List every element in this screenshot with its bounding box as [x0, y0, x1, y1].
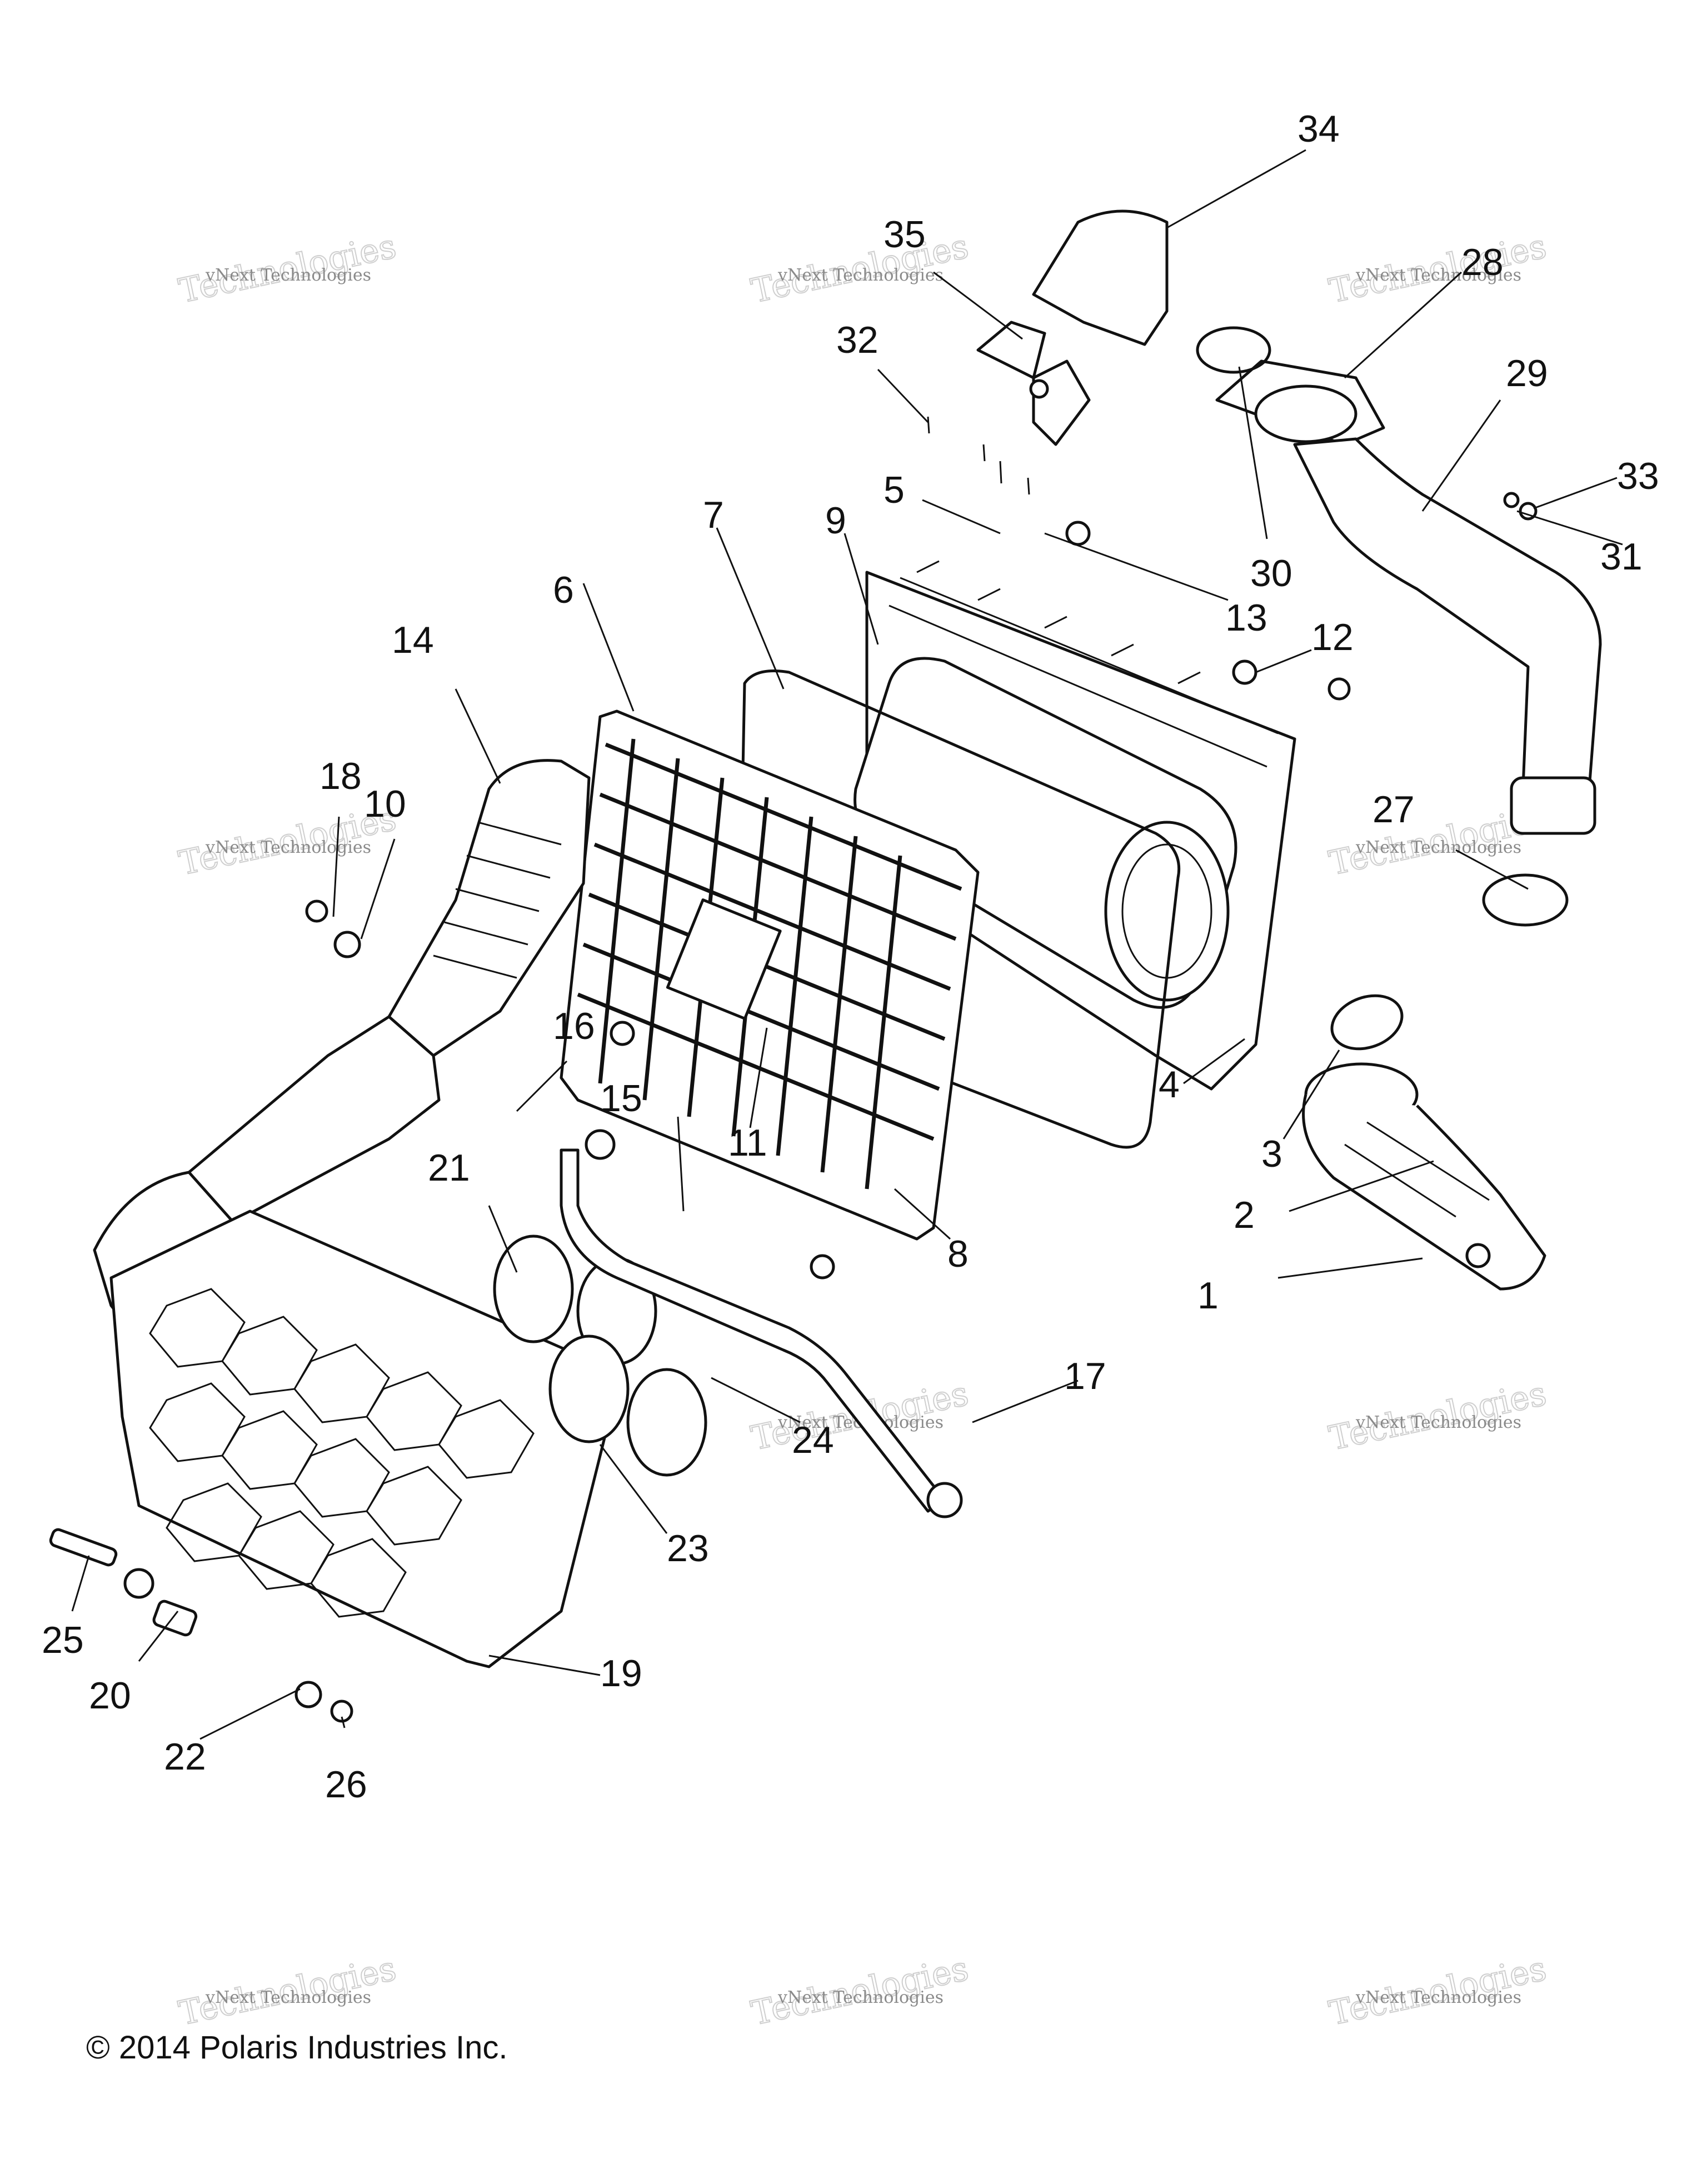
watermark-text-small: vNext Technologies: [1355, 1988, 1521, 2007]
callout-31: 31: [1600, 536, 1643, 578]
callout-22: 22: [164, 1736, 206, 1778]
callout-8: 8: [947, 1233, 969, 1275]
callout-numbers: 1 2 3 4 5 6 7 8 9 10 11 12 13 14 15 16 1…: [42, 108, 1659, 1806]
part-outlet-elbow: [1302, 1062, 1546, 1291]
part-intake-box: [109, 1210, 618, 1668]
part-fasteners: [49, 379, 1538, 1723]
watermark-text-small: vNext Technologies: [1355, 1413, 1521, 1432]
callout-6: 6: [553, 569, 574, 611]
part-airbox-cover: [560, 709, 980, 1241]
part-caps-35: [976, 321, 1091, 446]
part-clamp-27: [1482, 873, 1569, 927]
callout-26: 26: [325, 1763, 367, 1806]
callout-14: 14: [392, 619, 434, 661]
callout-35: 35: [884, 213, 926, 256]
callout-5: 5: [884, 469, 905, 511]
callout-17: 17: [1064, 1355, 1106, 1397]
callout-16: 16: [553, 1005, 595, 1047]
part-clamp-3: [1330, 994, 1404, 1051]
callout-7: 7: [703, 494, 724, 536]
callout-34: 34: [1297, 108, 1340, 150]
watermark-text-small: vNext Technologies: [205, 838, 371, 857]
part-cover-34: [1032, 209, 1169, 346]
callout-12: 12: [1311, 616, 1354, 658]
callout-27: 27: [1372, 788, 1415, 831]
callout-4: 4: [1159, 1063, 1180, 1106]
part-boot-upper: [1215, 359, 1385, 446]
callout-9: 9: [825, 499, 846, 542]
callout-20: 20: [89, 1675, 131, 1717]
part-clamp-30: [1196, 326, 1271, 374]
part-inlet-duct-upper: [387, 759, 591, 1057]
part-intake-couplers: [493, 1235, 707, 1477]
watermark-text-small: vNext Technologies: [777, 266, 944, 285]
callout-25: 25: [42, 1619, 84, 1661]
watermark-text-small: vNext Technologies: [777, 1988, 944, 2007]
callout-18: 18: [320, 755, 362, 797]
part-intake-tube-29: [1293, 437, 1602, 835]
callout-32: 32: [836, 319, 879, 361]
watermark-text-small: vNext Technologies: [1355, 266, 1521, 285]
callout-24: 24: [792, 1419, 834, 1461]
callout-21: 21: [428, 1147, 470, 1189]
callout-30: 30: [1250, 552, 1292, 594]
callout-19: 19: [600, 1652, 642, 1695]
callout-29: 29: [1506, 352, 1548, 394]
watermark-text-small: vNext Technologies: [205, 1988, 371, 2007]
watermark-text-small: vNext Technologies: [205, 266, 371, 285]
leader-lines: [71, 149, 1623, 1740]
callout-10: 10: [364, 783, 406, 825]
callout-11: 11: [728, 1122, 767, 1164]
callout-13: 13: [1225, 597, 1267, 639]
callout-33: 33: [1617, 455, 1659, 497]
callout-15: 15: [600, 1077, 642, 1120]
callout-2: 2: [1234, 1194, 1255, 1236]
callout-28: 28: [1461, 241, 1504, 283]
copyright-notice: © 2014 Polaris Industries Inc.: [86, 2030, 508, 2066]
watermark-text-small: vNext Technologies: [1355, 838, 1521, 857]
callout-23: 23: [667, 1527, 709, 1570]
callout-3: 3: [1261, 1133, 1282, 1175]
part-air-filter: [854, 657, 1237, 1009]
callout-1: 1: [1197, 1275, 1219, 1317]
